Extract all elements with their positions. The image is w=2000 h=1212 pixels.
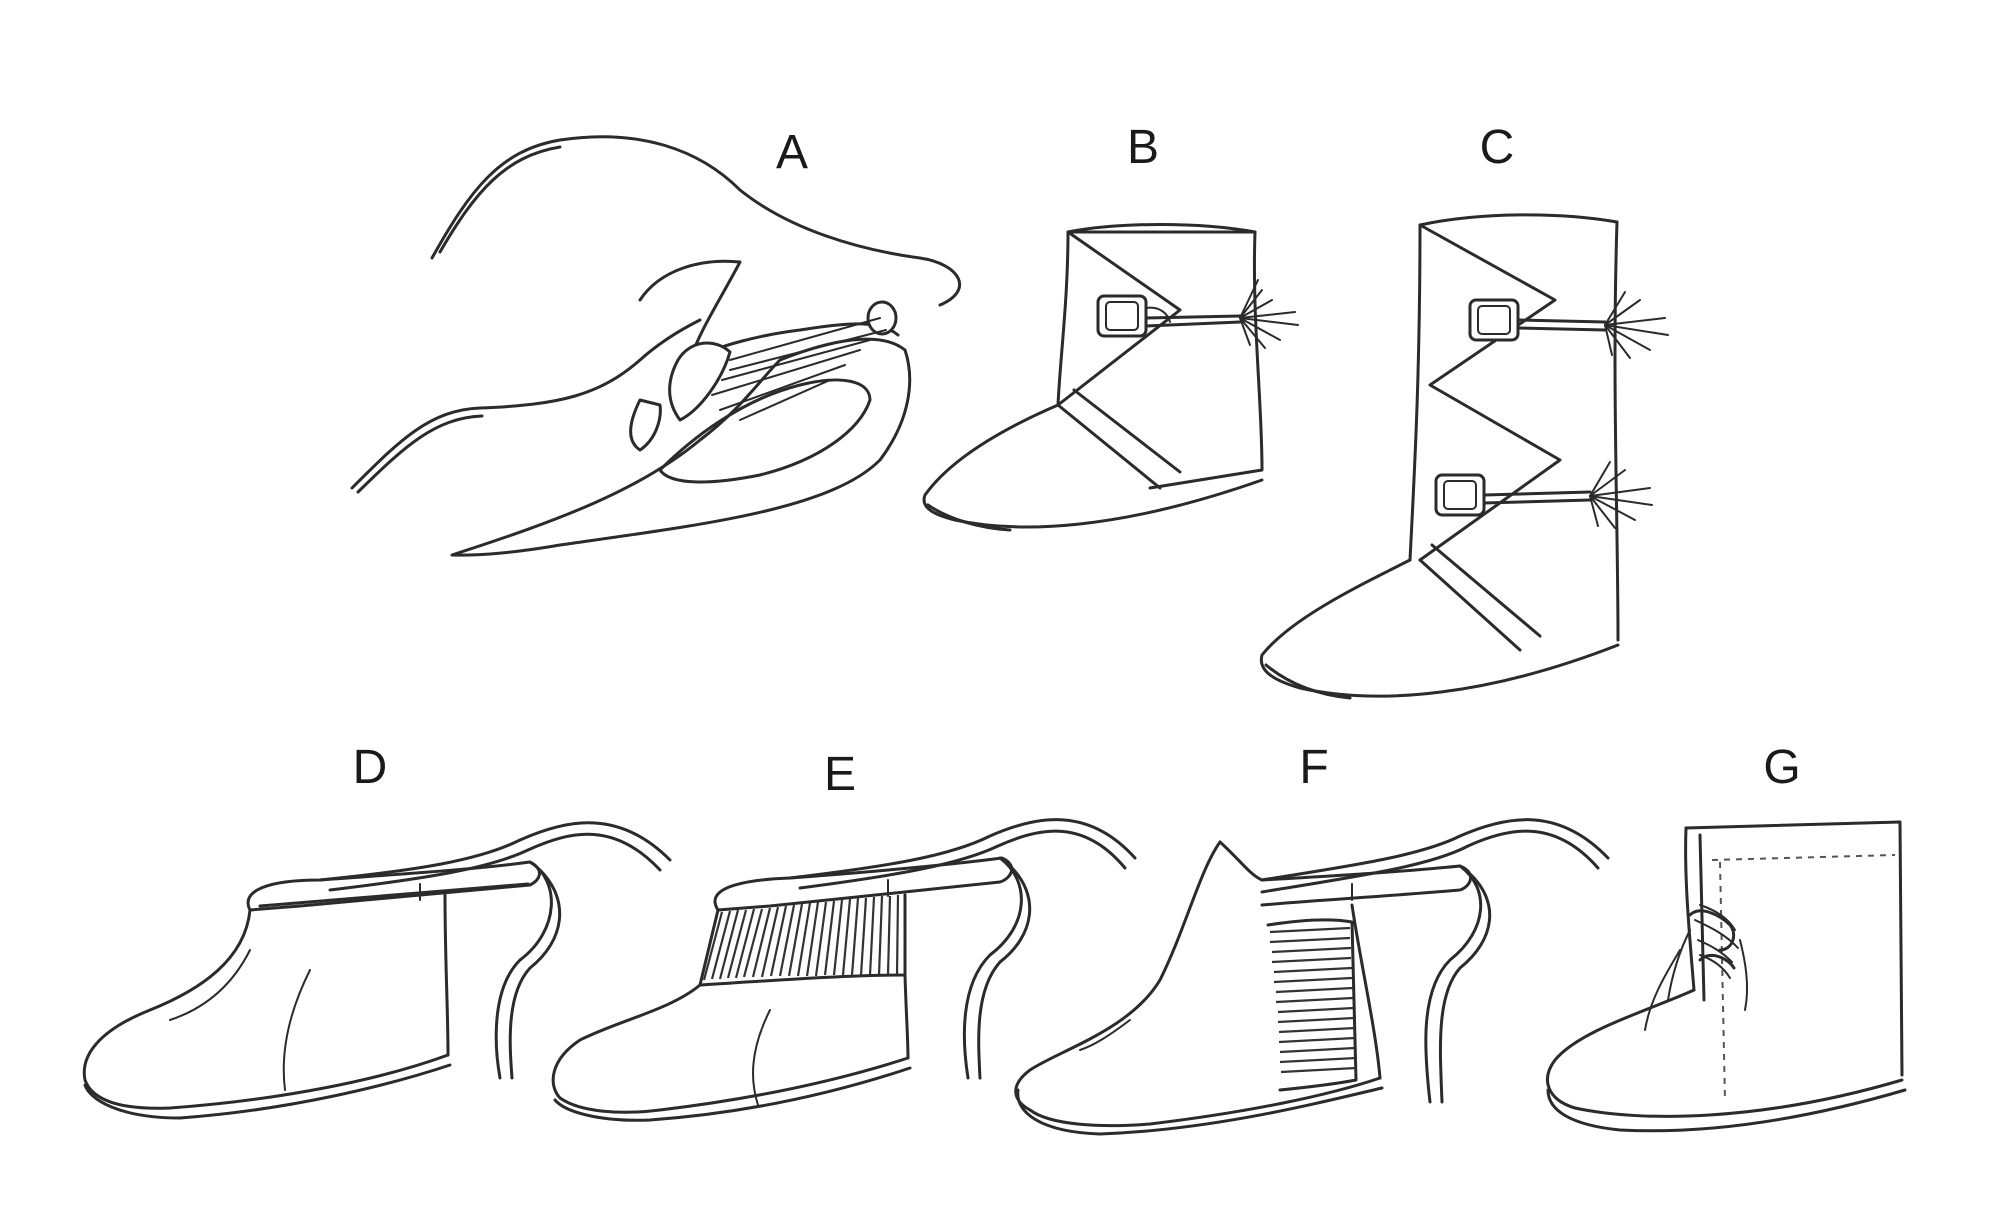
label-c: C [1480, 121, 1515, 174]
moccasin-g [1546, 820, 1907, 1133]
label-f: F [1299, 741, 1328, 794]
label-g: G [1763, 741, 1800, 794]
moccasin-f [1014, 818, 1610, 1136]
moccasin-b [922, 223, 1299, 532]
label-b: B [1127, 121, 1159, 174]
moccasin-c [1259, 213, 1669, 700]
label-d: D [353, 741, 388, 794]
moccasin-e [551, 818, 1137, 1122]
label-e: E [824, 748, 856, 801]
moccasin-a [350, 135, 962, 557]
moccasin-d [82, 821, 672, 1120]
label-a: A [776, 126, 808, 179]
